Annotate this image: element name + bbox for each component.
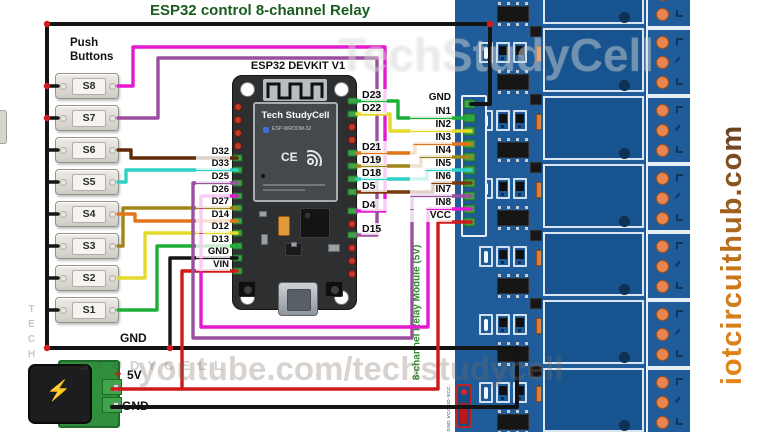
relay-pin-in4: IN4 [410, 145, 452, 157]
capacitor [278, 216, 290, 236]
push-button-s8: S8 [55, 73, 119, 99]
edge-component [0, 110, 7, 144]
relay-pin-vcc: VCC [410, 210, 452, 222]
relay-boxes-column [543, 0, 646, 432]
relay-pin-in8: IN8 [410, 197, 452, 209]
relay-pin-in2: IN2 [410, 119, 452, 131]
relay-pin-in6: IN6 [410, 171, 452, 183]
relay-pin-in3: IN3 [410, 132, 452, 144]
pin-label-d32: D32 [196, 146, 230, 158]
boot-button [325, 281, 343, 297]
wifi-icon [307, 146, 329, 166]
relay-module-board [455, 0, 690, 432]
button-label: S1 [72, 302, 106, 319]
usb-uart-chip [300, 208, 330, 238]
button-label: S8 [72, 78, 106, 95]
pin-label-d5: D5 [361, 180, 387, 192]
esp-wroom-shield: Tech StudyCell ESP-WROOM-32 CE [253, 102, 338, 202]
pin-label-d26: D26 [196, 184, 230, 196]
5v-label: 5V [127, 368, 142, 382]
push-button-s4: S4 [55, 201, 119, 227]
pin-label-d21: D21 [361, 141, 387, 153]
push-button-s6: S6 [55, 137, 119, 163]
chip-logo [263, 127, 269, 133]
power-gnd-label: GND [122, 399, 149, 413]
gnd-rail-label: GND [120, 331, 147, 345]
micro-usb-port [278, 282, 318, 316]
relay-pin-in5: IN5 [410, 158, 452, 170]
relay-jdvcc-jumper [456, 384, 472, 428]
lightning-bolt-icon: ⚡ [46, 380, 71, 402]
pin-label-d33: D33 [196, 158, 230, 170]
relay-terminal-strip [646, 0, 690, 432]
button-label: S4 [72, 206, 106, 223]
push-button-s5: S5 [55, 169, 119, 195]
pin-label-d4: D4 [361, 199, 387, 211]
ce-mark: CE [281, 150, 298, 164]
push-button-s7: S7 [55, 105, 119, 131]
jumper-dot [461, 389, 467, 395]
pin-label-d22: D22 [361, 102, 387, 114]
pin-label-d25: D25 [196, 171, 230, 183]
tech-watermark: TECH [26, 304, 37, 364]
jumper-label: GND VCC JD-VCC [446, 386, 451, 432]
button-label: S5 [72, 174, 106, 191]
shield-brand: Tech StudyCell [261, 110, 330, 121]
pin-label-vin: VIN [196, 259, 230, 271]
button-label: S6 [72, 142, 106, 159]
en-button [238, 281, 256, 297]
pin-label-gnd: GND [196, 246, 230, 258]
module-name: ESP-WROOM-32 [272, 126, 312, 132]
relay-pin-in7: IN7 [410, 184, 452, 196]
mounting-hole [240, 82, 255, 97]
esp32-board: Tech StudyCell ESP-WROOM-32 CE [232, 75, 357, 316]
button-label: S2 [72, 270, 106, 287]
relay-pin-gnd: GND [410, 92, 452, 104]
pin-label-d19: D19 [361, 154, 387, 166]
pin-label-d15: D15 [361, 223, 387, 235]
site-watermark: iotcircuithub.com [716, 85, 752, 425]
relay-pin-header [461, 95, 487, 237]
mounting-hole [334, 82, 349, 97]
esp32-board-title: ESP32 DEVKIT V1 [250, 60, 346, 72]
push-button-s2: S2 [55, 265, 119, 291]
button-label: S3 [72, 238, 106, 255]
wifi-antenna [263, 79, 327, 101]
jumper-cap [460, 403, 467, 424]
button-label: S7 [72, 110, 106, 127]
pin-label-d14: D14 [196, 209, 230, 221]
power-terminal-5v [102, 379, 122, 395]
plus-sign: + [114, 366, 122, 381]
pin-label-d13: D13 [196, 234, 230, 246]
pin-label-d23: D23 [361, 89, 387, 101]
diagram-title: ESP32 control 8-channel Relay [149, 2, 371, 19]
pin-label-d18: D18 [361, 167, 387, 179]
pin-label-d27: D27 [196, 196, 230, 208]
relay-module-label: 8-channel Relay Module (5V) [411, 244, 423, 381]
push-buttons-heading: Push Buttons [70, 37, 114, 63]
relay-pin-in1: IN1 [410, 106, 452, 118]
pin-label-d12: D12 [196, 221, 230, 233]
push-button-s1: S1 [55, 297, 119, 323]
power-terminal-gnd [102, 397, 122, 413]
push-button-s3: S3 [55, 233, 119, 259]
shield-dot [261, 174, 265, 178]
